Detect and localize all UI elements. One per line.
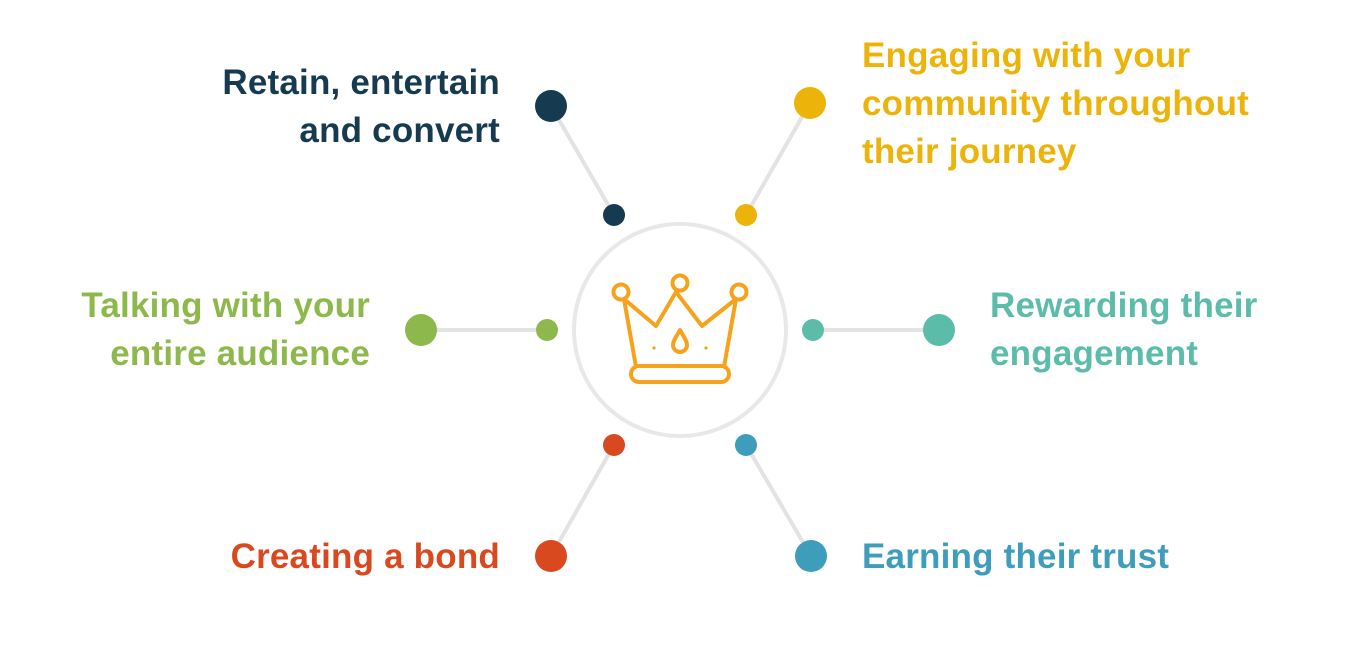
connector-trust (744, 443, 813, 558)
label-line: Earning their trust (862, 537, 1170, 576)
node-outer-bond (535, 540, 567, 572)
label-line: Engaging with your (862, 36, 1191, 75)
label-line: their journey (862, 132, 1077, 171)
node-inner-retain (603, 204, 625, 226)
connector-retain (549, 104, 616, 217)
label-bond: Creating a bond (231, 533, 500, 581)
node-inner-rewarding (802, 319, 824, 341)
crown-icon (611, 273, 749, 384)
label-line: Creating a bond (230, 537, 500, 576)
label-line: Retain, entertain (222, 63, 500, 102)
node-inner-engaging (735, 204, 757, 226)
label-engaging: Engaging with your community throughout … (862, 32, 1249, 176)
connector-engaging (744, 101, 812, 217)
label-rewarding: Rewarding their engagement (990, 282, 1257, 378)
label-line: Talking with your (81, 286, 370, 325)
label-line: engagement (990, 334, 1199, 373)
label-line: and convert (299, 111, 500, 150)
node-outer-trust (795, 540, 827, 572)
node-inner-bond (603, 434, 625, 456)
node-outer-talking (405, 314, 437, 346)
label-trust: Earning their trust (862, 533, 1169, 581)
node-outer-engaging (794, 87, 826, 119)
label-line: entire audience (110, 334, 370, 373)
label-talking: Talking with your entire audience (81, 282, 370, 378)
node-outer-retain (535, 90, 567, 122)
node-inner-talking (536, 319, 558, 341)
label-retain: Retain, entertain and convert (222, 59, 500, 155)
connector-bond (549, 443, 616, 558)
node-inner-trust (735, 434, 757, 456)
label-line: community throughout (862, 84, 1250, 123)
node-outer-rewarding (923, 314, 955, 346)
label-line: Rewarding their (990, 286, 1258, 325)
